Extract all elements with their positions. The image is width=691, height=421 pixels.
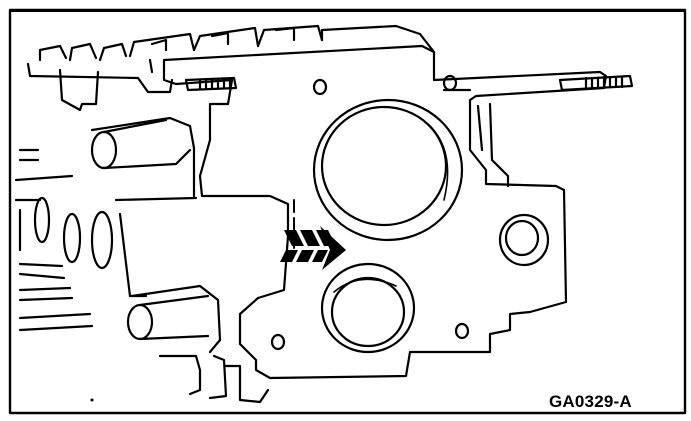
stud-right	[558, 74, 634, 92]
bolt-holes	[270, 74, 470, 351]
direction-arrow	[284, 226, 346, 270]
border	[8, 8, 687, 415]
side-block	[90, 116, 270, 404]
figure-code: GA0329-A	[549, 392, 632, 411]
stud-left	[184, 76, 238, 92]
side-ports	[14, 148, 114, 332]
direction-arrow-bottom	[280, 250, 328, 262]
rail-right	[488, 102, 510, 188]
top-structure	[38, 24, 436, 62]
cylinder-bore-large	[312, 98, 464, 242]
upper-band	[26, 62, 174, 94]
oil-passage	[498, 213, 550, 267]
gasket-face	[162, 44, 608, 380]
water-port	[320, 262, 416, 354]
